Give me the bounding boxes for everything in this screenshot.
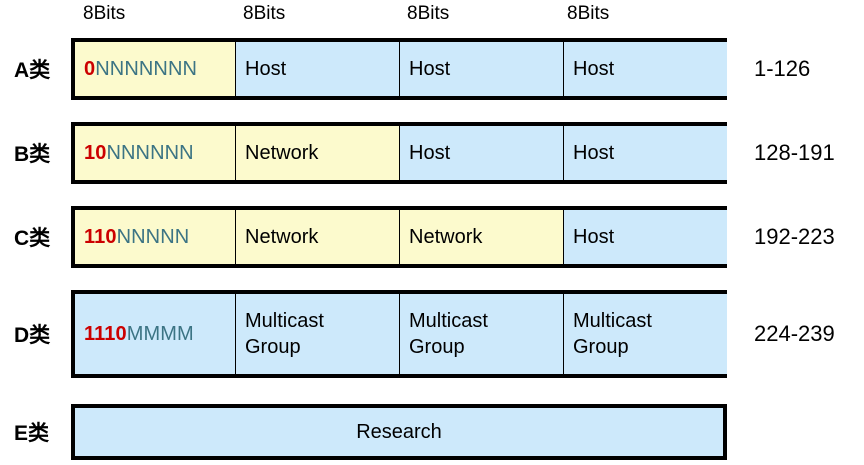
bit-pattern-cell: 110NNNNN	[75, 210, 236, 264]
address-range-label: 1-126	[754, 56, 811, 81]
bits-header-row: 8Bits 8Bits 8Bits 8Bits	[0, 2, 864, 32]
bit-prefix: 1110	[84, 323, 127, 345]
field-label: Multicast	[573, 310, 652, 332]
field-label: Multicast	[245, 310, 324, 332]
field-cell: Network	[400, 210, 564, 264]
field-label: Network	[245, 226, 319, 248]
field-label: Host	[409, 142, 451, 164]
bit-field-box: Research	[71, 404, 727, 460]
bit-pattern-text: 110NNNNN	[84, 224, 189, 250]
field-cell: Research	[75, 408, 723, 456]
bits-header-label-2: 8Bits	[243, 3, 286, 24]
field-label: Group	[245, 336, 301, 358]
field-label: Research	[356, 421, 442, 443]
field-cell: Host	[236, 42, 400, 96]
address-range-label: 128-191	[754, 140, 835, 165]
bits-header-label-1: 8Bits	[83, 3, 126, 24]
bit-suffix: NNNNN	[116, 226, 190, 248]
field-cell: Host	[400, 42, 564, 96]
field-label: Network	[245, 142, 319, 164]
field-label: Host	[409, 58, 451, 80]
bit-prefix: 110	[84, 226, 117, 248]
field-label: Group	[573, 336, 629, 358]
class-row: B类 10NNNNNN Network Host Host 128-191	[0, 122, 864, 184]
bit-pattern-text: 10NNNNNN	[84, 140, 194, 166]
bit-field-box: 10NNNNNN Network Host Host	[71, 122, 727, 184]
bit-prefix: 10	[84, 142, 107, 164]
field-label: Host	[245, 58, 287, 80]
class-label: D类	[14, 324, 51, 347]
field-label: Network	[409, 226, 483, 248]
bit-suffix: MMMM	[126, 323, 194, 345]
class-row: E类 Research	[0, 404, 864, 460]
bit-pattern-cell: 0NNNNNNN	[75, 42, 236, 96]
field-cell: Network	[236, 210, 400, 264]
bits-header-label-3: 8Bits	[407, 3, 450, 24]
field-label: Host	[573, 142, 615, 164]
bit-pattern-cell: 10NNNNNN	[75, 126, 236, 180]
class-label: A类	[14, 59, 51, 82]
field-cell: Host	[564, 126, 727, 180]
field-label: Host	[573, 226, 615, 248]
field-label: Multicast	[409, 310, 488, 332]
field-cell: Host	[564, 42, 727, 96]
bits-header-label-4: 8Bits	[567, 3, 610, 24]
address-range-label: 224-239	[754, 321, 835, 346]
address-range-label: 192-223	[754, 224, 835, 249]
bit-field-box: 0NNNNNNN Host Host Host	[71, 38, 727, 100]
class-label: C类	[14, 227, 51, 250]
bit-suffix: NNNNNNN	[95, 58, 198, 80]
field-cell: Host	[564, 210, 727, 264]
class-label: E类	[14, 422, 50, 445]
class-row: C类 110NNNNN Network Network Host 192-223	[0, 206, 864, 268]
class-row: A类 0NNNNNNN Host Host Host 1-126	[0, 38, 864, 100]
field-cell: Network	[236, 126, 400, 180]
bit-field-box: 110NNNNN Network Network Host	[71, 206, 727, 268]
bit-pattern-text: 0NNNNNNN	[84, 56, 197, 82]
bit-prefix: 0	[84, 58, 96, 80]
bit-pattern-text: 1110MMMM	[84, 321, 194, 347]
class-label: B类	[14, 143, 51, 166]
field-cell: Host	[400, 126, 564, 180]
bit-pattern-cell: 1110MMMM	[75, 294, 236, 374]
field-label: Host	[573, 58, 615, 80]
field-label: Group	[409, 336, 465, 358]
bit-suffix: NNNNNN	[106, 142, 194, 164]
